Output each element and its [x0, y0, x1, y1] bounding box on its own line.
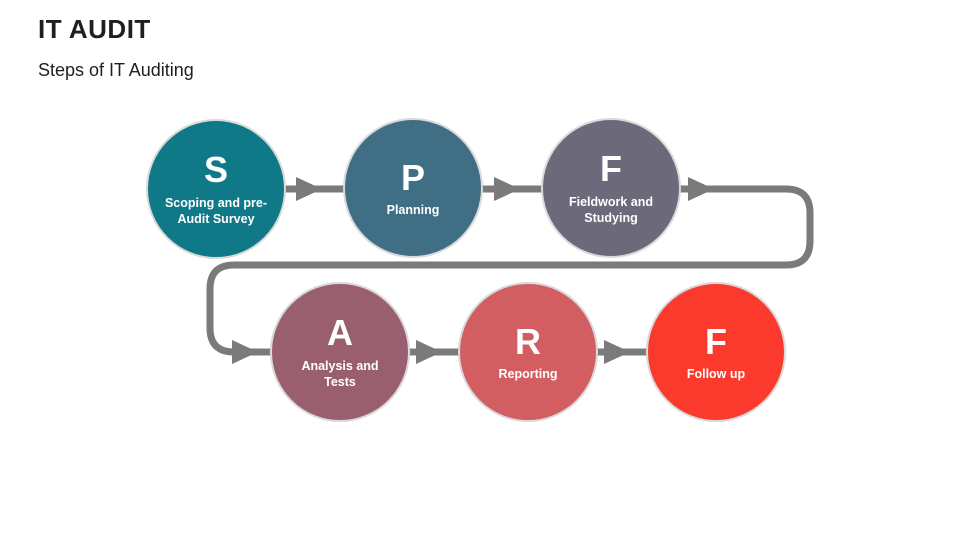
step-letter: A	[327, 312, 353, 354]
flow-arrow-icon	[604, 340, 630, 364]
step-label: Fieldwork and Studying	[568, 195, 654, 226]
flow-arrow-icon	[296, 177, 322, 201]
step-letter: R	[515, 320, 541, 362]
step-letter: S	[203, 149, 228, 191]
flow-arrow-icon	[232, 340, 258, 364]
step-reporting-circle: R Reporting	[458, 282, 598, 422]
step-fieldwork-circle: F Fieldwork and Studying	[541, 118, 681, 258]
step-label: Analysis and Tests	[301, 359, 379, 390]
step-followup-circle: F Follow up	[646, 282, 786, 422]
slide-title: IT AUDIT	[38, 14, 151, 44]
step-letter: F	[600, 148, 622, 190]
flow-arrow-icon	[416, 340, 442, 364]
flow-arrow-icon	[688, 177, 714, 201]
step-scoping-circle: S Scoping and pre-Audit Survey	[146, 119, 286, 259]
step-planning-circle: P Planning	[343, 118, 483, 258]
slide-subtitle: Steps of IT Auditing	[38, 60, 194, 80]
step-label: Scoping and pre-Audit Survey	[164, 196, 268, 227]
step-letter: F	[705, 320, 727, 362]
step-label: Planning	[386, 203, 440, 218]
connector-path	[206, 185, 814, 356]
step-letter: P	[400, 156, 425, 198]
step-analysis-circle: A Analysis and Tests	[270, 282, 410, 422]
step-label: Reporting	[498, 367, 558, 382]
step-label: Follow up	[686, 367, 746, 382]
flow-arrow-icon	[494, 177, 520, 201]
